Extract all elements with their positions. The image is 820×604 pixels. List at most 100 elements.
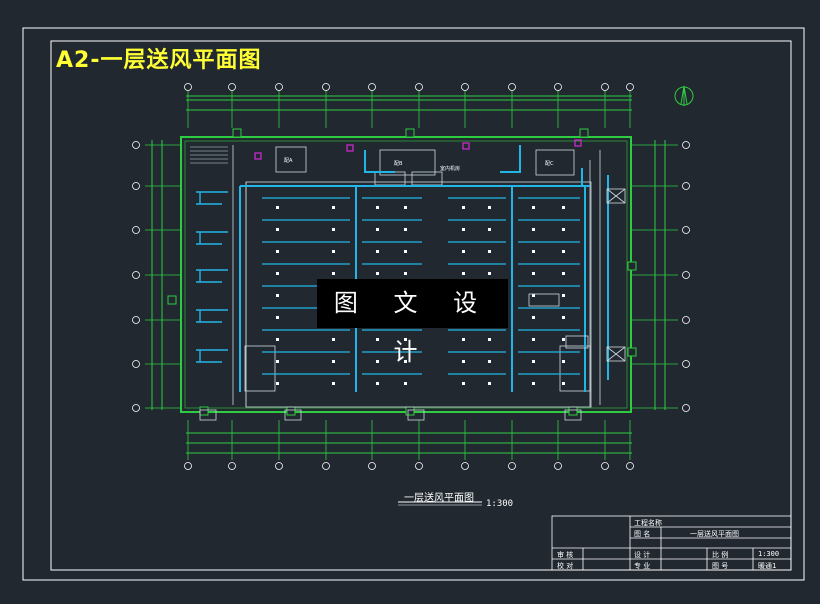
column: [627, 347, 637, 357]
tb-scale-value: 1:300: [758, 550, 780, 558]
diffuser: [562, 382, 565, 385]
grid-bubble: [322, 83, 330, 91]
sheet-title: A2-一层送风平面图: [56, 48, 262, 73]
tb-draw-label: 专 业: [634, 562, 651, 570]
grid-bubble: [508, 83, 516, 91]
tb-proof-label: 校 对: [557, 562, 574, 570]
diffuser: [404, 360, 407, 363]
column: [286, 406, 296, 416]
diffuser: [532, 360, 535, 363]
diffuser: [276, 228, 279, 231]
diffuser: [376, 228, 379, 231]
top-dimension-lines: [186, 95, 632, 111]
right-grid-markers: [631, 141, 690, 412]
grid-bubble: [554, 83, 562, 91]
grid-bubble: [275, 462, 283, 470]
diffuser: [562, 316, 565, 319]
diffuser: [532, 272, 535, 275]
diffuser: [332, 360, 335, 363]
diffuser: [332, 250, 335, 253]
right-zone-equipment: [528, 188, 626, 362]
office-duct: [196, 349, 228, 363]
hall-label: 室内机房: [440, 165, 460, 172]
grid-bubble: [682, 404, 690, 412]
diffuser: [562, 360, 565, 363]
grid-bubble: [368, 462, 376, 470]
diffuser: [488, 360, 491, 363]
grid-bubble: [682, 141, 690, 149]
grid-bubble: [682, 360, 690, 368]
tb-check-label: 审 核: [557, 551, 574, 559]
diffuser: [404, 250, 407, 253]
drawing-caption: 一层送风平面图: [404, 493, 474, 504]
diffuser: [562, 228, 565, 231]
diffuser: [532, 294, 535, 297]
diffuser: [488, 228, 491, 231]
grid-bubble: [132, 226, 140, 234]
diffuser: [562, 338, 565, 341]
outer-frame: [22, 27, 805, 581]
column: [405, 128, 415, 138]
grid-bubble: [626, 462, 634, 470]
diffuser: [488, 338, 491, 341]
diffuser: [404, 382, 407, 385]
diffuser: [376, 338, 379, 341]
diffuser: [532, 338, 535, 341]
diffuser: [376, 360, 379, 363]
diffuser: [276, 338, 279, 341]
top-rooms: [275, 146, 575, 186]
column: [167, 295, 177, 305]
grid-bubble: [682, 182, 690, 190]
diffuser: [462, 228, 465, 231]
diffuser: [462, 272, 465, 275]
diffuser: [462, 206, 465, 209]
column: [579, 128, 589, 138]
inner-walls: [232, 145, 601, 408]
fire-damper-markers: [254, 139, 582, 160]
drawing-scale: 1:300: [486, 499, 514, 509]
diffuser: [404, 272, 407, 275]
diffuser: [562, 294, 565, 297]
top-grid-markers: [184, 83, 634, 128]
diffuser: [404, 228, 407, 231]
room-a-label: 配A: [284, 158, 293, 164]
grid-bubble: [132, 316, 140, 324]
diffuser: [532, 382, 535, 385]
inner-frame: [50, 40, 792, 571]
grid-bubble: [228, 462, 236, 470]
grid-bubble: [508, 462, 516, 470]
left-grid-markers: [132, 141, 181, 412]
grid-bubble: [368, 83, 376, 91]
tb-sheet-value: 暖通1: [758, 562, 777, 570]
diffuser: [488, 382, 491, 385]
diffuser: [462, 382, 465, 385]
diffuser: [276, 382, 279, 385]
diffuser: [276, 316, 279, 319]
grid-bubble: [132, 271, 140, 279]
grid-bubble: [601, 462, 609, 470]
bottom-grid-markers: [184, 420, 634, 470]
grid-bubble: [682, 316, 690, 324]
exterior-doors: [199, 409, 582, 421]
room-c-label: 配C: [545, 161, 554, 167]
office-duct: [196, 309, 228, 323]
tb-project-label: 工程名称: [634, 519, 662, 527]
diffuser: [562, 206, 565, 209]
diffuser: [532, 206, 535, 209]
diffuser: [404, 338, 407, 341]
tb-scale-label: 比 例: [712, 551, 729, 559]
column: [568, 406, 578, 416]
tb-drawing-name: 一层送风平面图: [690, 530, 739, 538]
column: [199, 406, 209, 416]
title-block: [551, 515, 792, 571]
diffuser: [532, 228, 535, 231]
structural-columns: [167, 128, 637, 416]
diffuser: [376, 272, 379, 275]
column: [232, 128, 242, 138]
grid-bubble: [554, 462, 562, 470]
grid-bubble: [682, 271, 690, 279]
grid-bubble: [322, 462, 330, 470]
diffuser: [562, 250, 565, 253]
grid-bubble: [132, 404, 140, 412]
grid-bubble: [132, 182, 140, 190]
